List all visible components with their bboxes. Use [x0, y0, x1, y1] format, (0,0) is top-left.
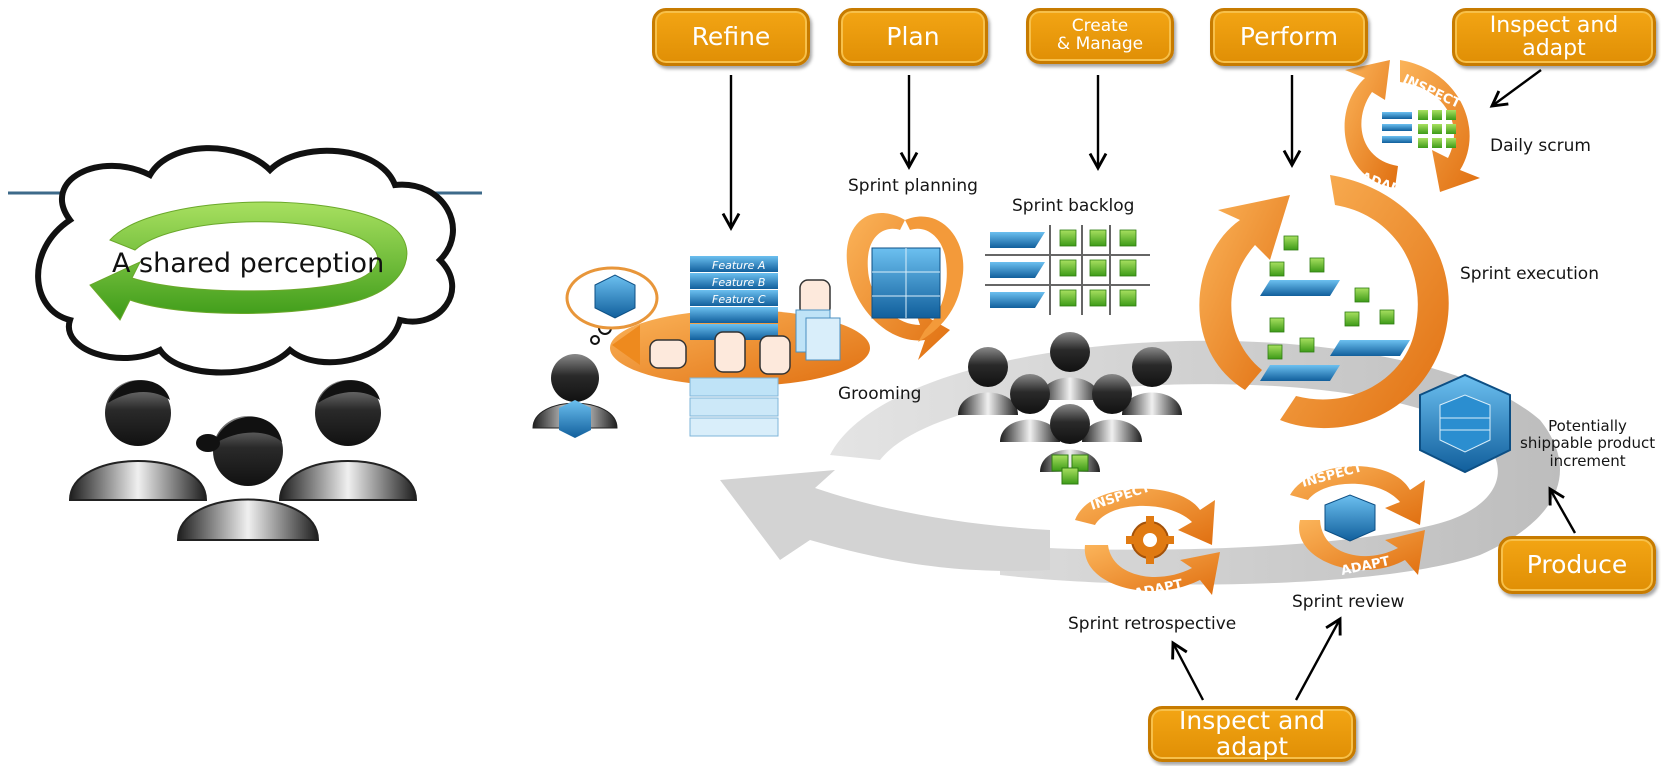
daily-scrum-label: Daily scrum — [1490, 136, 1591, 156]
sprint-retrospective-label: Sprint retrospective — [1068, 614, 1237, 634]
produce-button: Produce — [1498, 536, 1656, 594]
cube-icon — [594, 274, 636, 319]
product-owner — [532, 354, 618, 438]
product-backlog-stack — [689, 256, 779, 437]
backlog-item-a: Feature A — [712, 259, 765, 272]
inspect-retro-arrow — [1171, 640, 1205, 701]
sprint-review-label: Sprint review — [1292, 592, 1405, 612]
inspect-review-arrow — [1294, 616, 1342, 701]
create-manage-button: Create & Manage — [1026, 8, 1174, 64]
sprint-planning-cycle — [846, 213, 964, 360]
grooming-label: Grooming — [838, 384, 922, 404]
refine-button: Refine — [652, 8, 810, 66]
hands-icon — [649, 279, 831, 375]
pointer-arrows — [721, 69, 1577, 701]
produce-arrow — [1548, 486, 1577, 534]
plan-button: Plan — [838, 8, 988, 66]
cards-icon — [795, 309, 841, 361]
backlog-item-c: Feature C — [712, 293, 766, 306]
inspect-adapt-top-arrow — [1489, 69, 1542, 108]
team-people-left — [68, 380, 418, 541]
development-team — [958, 332, 1182, 485]
product-idea-thought — [565, 266, 659, 345]
shared-loop-arrow — [89, 201, 408, 321]
sprint-backlog-label: Sprint backlog — [1012, 196, 1135, 216]
grooming-area: Feature A Feature B Feature C — [532, 256, 870, 438]
backlog-item-b: Feature B — [712, 276, 765, 289]
sprint-review-inspect-label: INSPECT — [1300, 460, 1364, 491]
shared-perception-label: A shared perception — [112, 248, 385, 279]
inspect-adapt-top-button: Inspect and adapt — [1452, 8, 1656, 66]
daily-scrum-cycle: INSPECT ADAPT — [1344, 60, 1480, 201]
sprint-backlog-grid — [985, 225, 1150, 315]
perform-button: Perform — [1210, 8, 1368, 66]
sprint-retrospective-cycle: INSPECT ADAPT — [1075, 480, 1220, 602]
increment-label: Potentially shippable product increment — [1520, 417, 1656, 470]
sprint-execution-label: Sprint execution — [1460, 264, 1599, 284]
gear-icon — [1126, 516, 1174, 564]
increment-cube-icon — [1419, 373, 1511, 474]
sprint-track — [720, 340, 1560, 585]
inspect-adapt-bottom-button: Inspect and adapt — [1148, 706, 1356, 762]
sprint-planning-label: Sprint planning — [848, 176, 978, 196]
green-cubes-icon — [1051, 454, 1089, 485]
thought-cloud — [35, 145, 456, 376]
sprint-execution-cycle — [1199, 175, 1449, 429]
shared-perception-panel — [8, 145, 482, 541]
retrospective-inspect-label: INSPECT — [1089, 480, 1153, 513]
